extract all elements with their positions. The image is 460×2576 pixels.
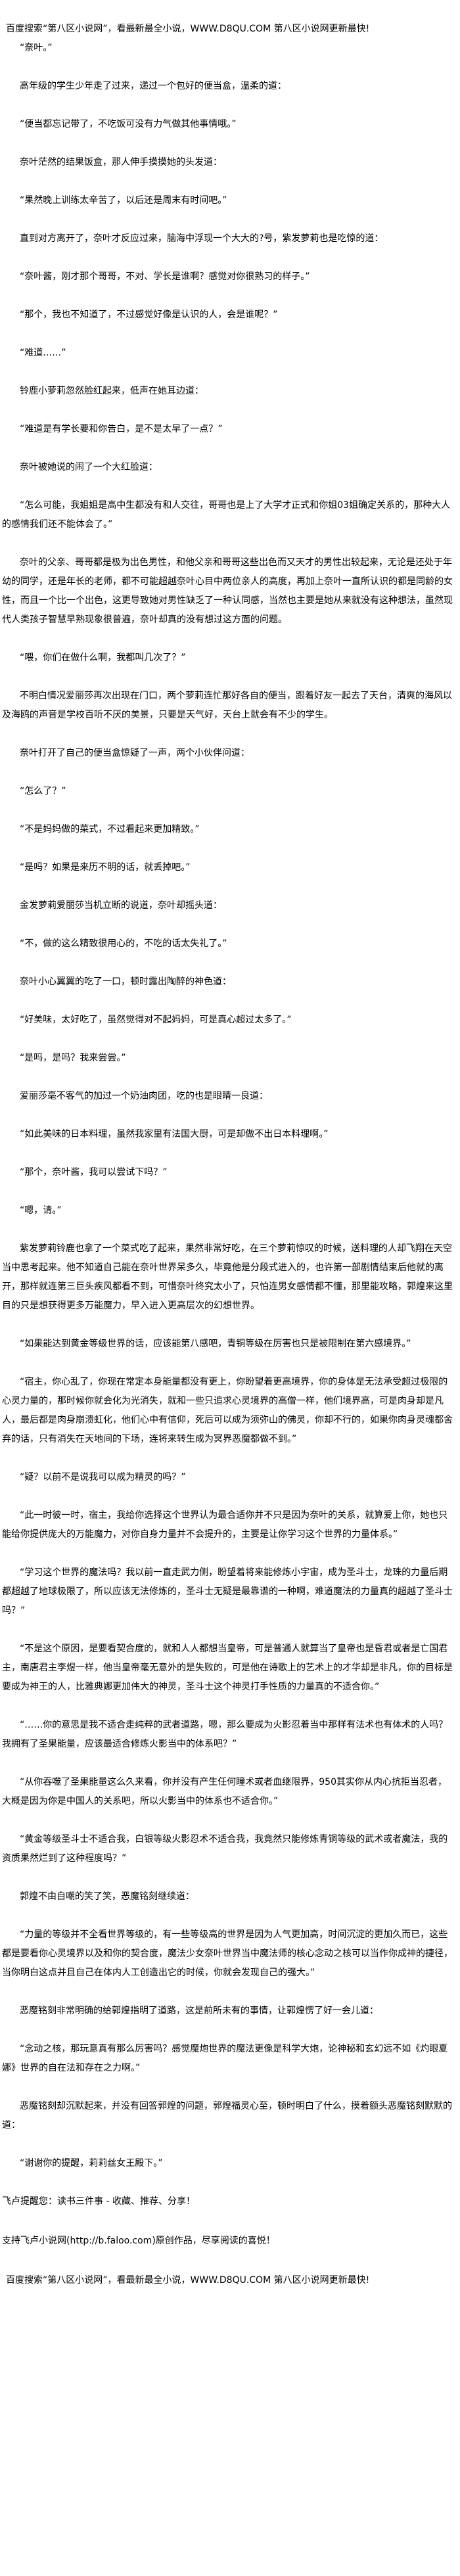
chapter-paragraph: “不是这个原因，是要看契合度的，就和人人都想当皇帝，可是普通人就算当了皇帝也是昏… [2,1644,453,1692]
chapter-paragraph: “黄金等级圣斗士不适合我，白银等级火影忍术不适合我，我竟然只能修炼青铜等级的武术… [2,1834,448,1864]
chapter-paragraph: 恶魔铭刻非常明确的给郭煌指明了道路，这是前所未有的事情，让郭煌愣了好一会儿道： [20,2006,379,2016]
chapter-paragraph: 铃鹿小萝莉忽然脸红起来，低声在她耳边道： [20,386,204,396]
chapter-paragraph: “是吗？如果是来历不明的话，就丢掉吧。” [20,862,191,873]
chapter-paragraph: “果然晚上训练太辛苦了，以后还是周末有时间吧。” [20,195,227,206]
chapter-paragraph: “难道是有学长要和你告白，是不是太早了一点？” [20,424,223,434]
chapter-paragraph: “念动之核，那玩意真有那么厉害吗？感觉魔炮世界的魔法更像是科学大炮，论神秘和玄幻… [2,2044,448,2073]
chapter-paragraph: 爱丽莎毫不客气的加过一个奶油肉团，吃的也是眼睛一良道： [20,1091,268,1101]
chapter-paragraph: “不是妈妈做的菜式，不过看起来更加精致。” [20,824,200,835]
chapter-paragraph: “便当都忘记带了，不吃饭可没有力气做其他事情哦。” [20,119,237,129]
chapter-paragraph: “如此美味的日本料理，虽然我家里有法国大厨，可是却做不出日本料理啊。” [20,1129,329,1139]
chapter-paragraph: “此一时彼一时，宿主，我给你选择这个世界认为最合适你并不只是因为奈叶的关系，就算… [2,1510,448,1540]
footer-support-link[interactable]: 支持飞卢小说网(http://b.faloo.com)原创作品，尽享阅读的喜悦！ [2,2236,275,2246]
chapter-paragraph: “那个，我也不知道了，不过感觉好像是认识的人，会是谁呢？” [20,310,278,320]
chapter-paragraph: 高年级的学生少年走了过来，递过一个包好的便当盒，温柔的道： [20,81,287,91]
chapter-paragraph: 直到对方离开了，奈叶才反应过来，脑海中浮现一个大大的?号，紫发萝莉也是吃惊的道： [20,233,384,244]
chapter-paragraph: “如果能达到黄金等级世界的话，应该能第八感吧，青铜等级在厉害也只是被限制在第六感… [20,1339,411,1349]
chapter-paragraph: “是吗，是吗？我来尝尝。” [20,1053,126,1063]
chapter-paragraph: “那个，奈叶酱，我可以尝试下吗？” [20,1167,168,1178]
site-banner-bottom: 百度搜索“第八区小说网”，看最新最全小说，WWW.D8QU.COM 第八区小说网… [6,2275,370,2286]
chapter-paragraph: “喂，你们在做什么啊，我都叫几次了？” [20,653,186,663]
chapter-paragraph: “奈叶酱，刚才那个哥哥，不对、学长是谁啊？感觉对你很熟习的样子。” [20,271,310,282]
site-banner-top: 百度搜索“第八区小说网”，看最新最全小说，WWW.D8QU.COM 第八区小说网… [6,24,370,34]
chapter-paragraph: “……你的意思是我不适合走纯粹的武者道路，嗯，那么要成为火影忍着当中那样有法术也… [2,1720,448,1749]
chapter-body: “奈叶。” 高年级的学生少年走了过来，递过一个包好的便当盒，温柔的道： “便当都忘记… [2,39,455,2173]
chapter-paragraph: “怎么可能，我姐姐是高中生都没有和人交往，哥哥也是上了大学才正式和你姐03姐确定… [2,500,451,530]
chapter-paragraph: “力量的等级并不全看世界等级的，有一些等级高的世界是因为人气更加高，时间沉淀的更… [2,1929,453,1978]
page: 百度搜索“第八区小说网”，看最新最全小说，WWW.D8QU.COM 第八区小说网… [2,24,455,2290]
chapter-paragraph: “疑？以前不是说我可以成为精灵的吗？” [20,1472,186,1483]
chapter-paragraph: 奈叶被她说的闹了一个大红脸道： [20,462,158,472]
chapter-paragraph: 奈叶的父亲、哥哥都是极为出色男性，和他父亲和哥哥这些出色而又天才的男性出较起来，… [2,557,453,625]
chapter-paragraph: “难道……” [20,348,66,358]
chapter-paragraph: “宿主，你心乱了，你现在常定本身能量都没有更上，你盼望着更高境界，你的身体是无法… [2,1377,453,1444]
chapter-paragraph: 不明白情况爱丽莎再次出现在门口，两个萝莉连忙那好各自的便当，跟着好友一起去了天台… [2,691,452,720]
footer-reminder: 飞卢提醒您：读书三件事 - 收藏、推荐、分享！ [2,2196,195,2207]
chapter-paragraph: “好美味，太好吃了，虽然觉得对不起妈妈，可是真心超过太多了。” [20,1015,292,1025]
chapter-paragraph: “谢谢你的提醒，莉莉丝女王殿下。” [20,2158,163,2169]
chapter-paragraph: “从你吞噬了圣果能量这么久来看，你并没有产生任何瞳术或者血继限界，950其实你从… [2,1777,447,1806]
chapter-paragraph: 紫发萝莉铃鹿也拿了一个菜式吃了起来，果然非常好吃，在三个萝莉惊叹的时候，送料理的… [2,1243,453,1311]
chapter-paragraph: 奈叶小心翼翼的吃了一口，顿时露出陶醉的神色道： [20,977,231,987]
chapter-paragraph: 恶魔铭刻却沉默起来，并没有回答郭煌的问题，郭煌福灵心至，顿时明白了什么，摸着额头… [2,2101,452,2130]
chapter-paragraph: 郭煌不由自嘲的笑了笑，恶魔铭刻继续道： [20,1891,195,1902]
footer: 飞卢提醒您：读书三件事 - 收藏、推荐、分享！ 支持飞卢小说网(http://b… [2,2192,455,2290]
chapter-paragraph: 奈叶茫然的结果饭盒，那人伸手摸摸她的头发道： [20,157,222,168]
chapter-paragraph: 金发萝莉爱丽莎当机立断的说道，奈叶却摇头道： [20,900,222,911]
chapter-paragraph: “嗯，请。” [20,1205,62,1216]
chapter-paragraph: “奈叶。” [20,43,53,53]
chapter-paragraph: “学习这个世界的魔法吗？我以前一直走武力侧，盼望着将来能修炼小宇宙，成为圣斗士，… [2,1567,453,1616]
chapter-paragraph: 奈叶打开了自己的便当盒惊疑了一声，两个小伙伴问道： [20,748,250,758]
chapter-paragraph: “不，做的这么精致很用心的，不吃的话太失礼了。” [20,938,227,949]
chapter-paragraph: “怎么了？” [20,786,66,796]
